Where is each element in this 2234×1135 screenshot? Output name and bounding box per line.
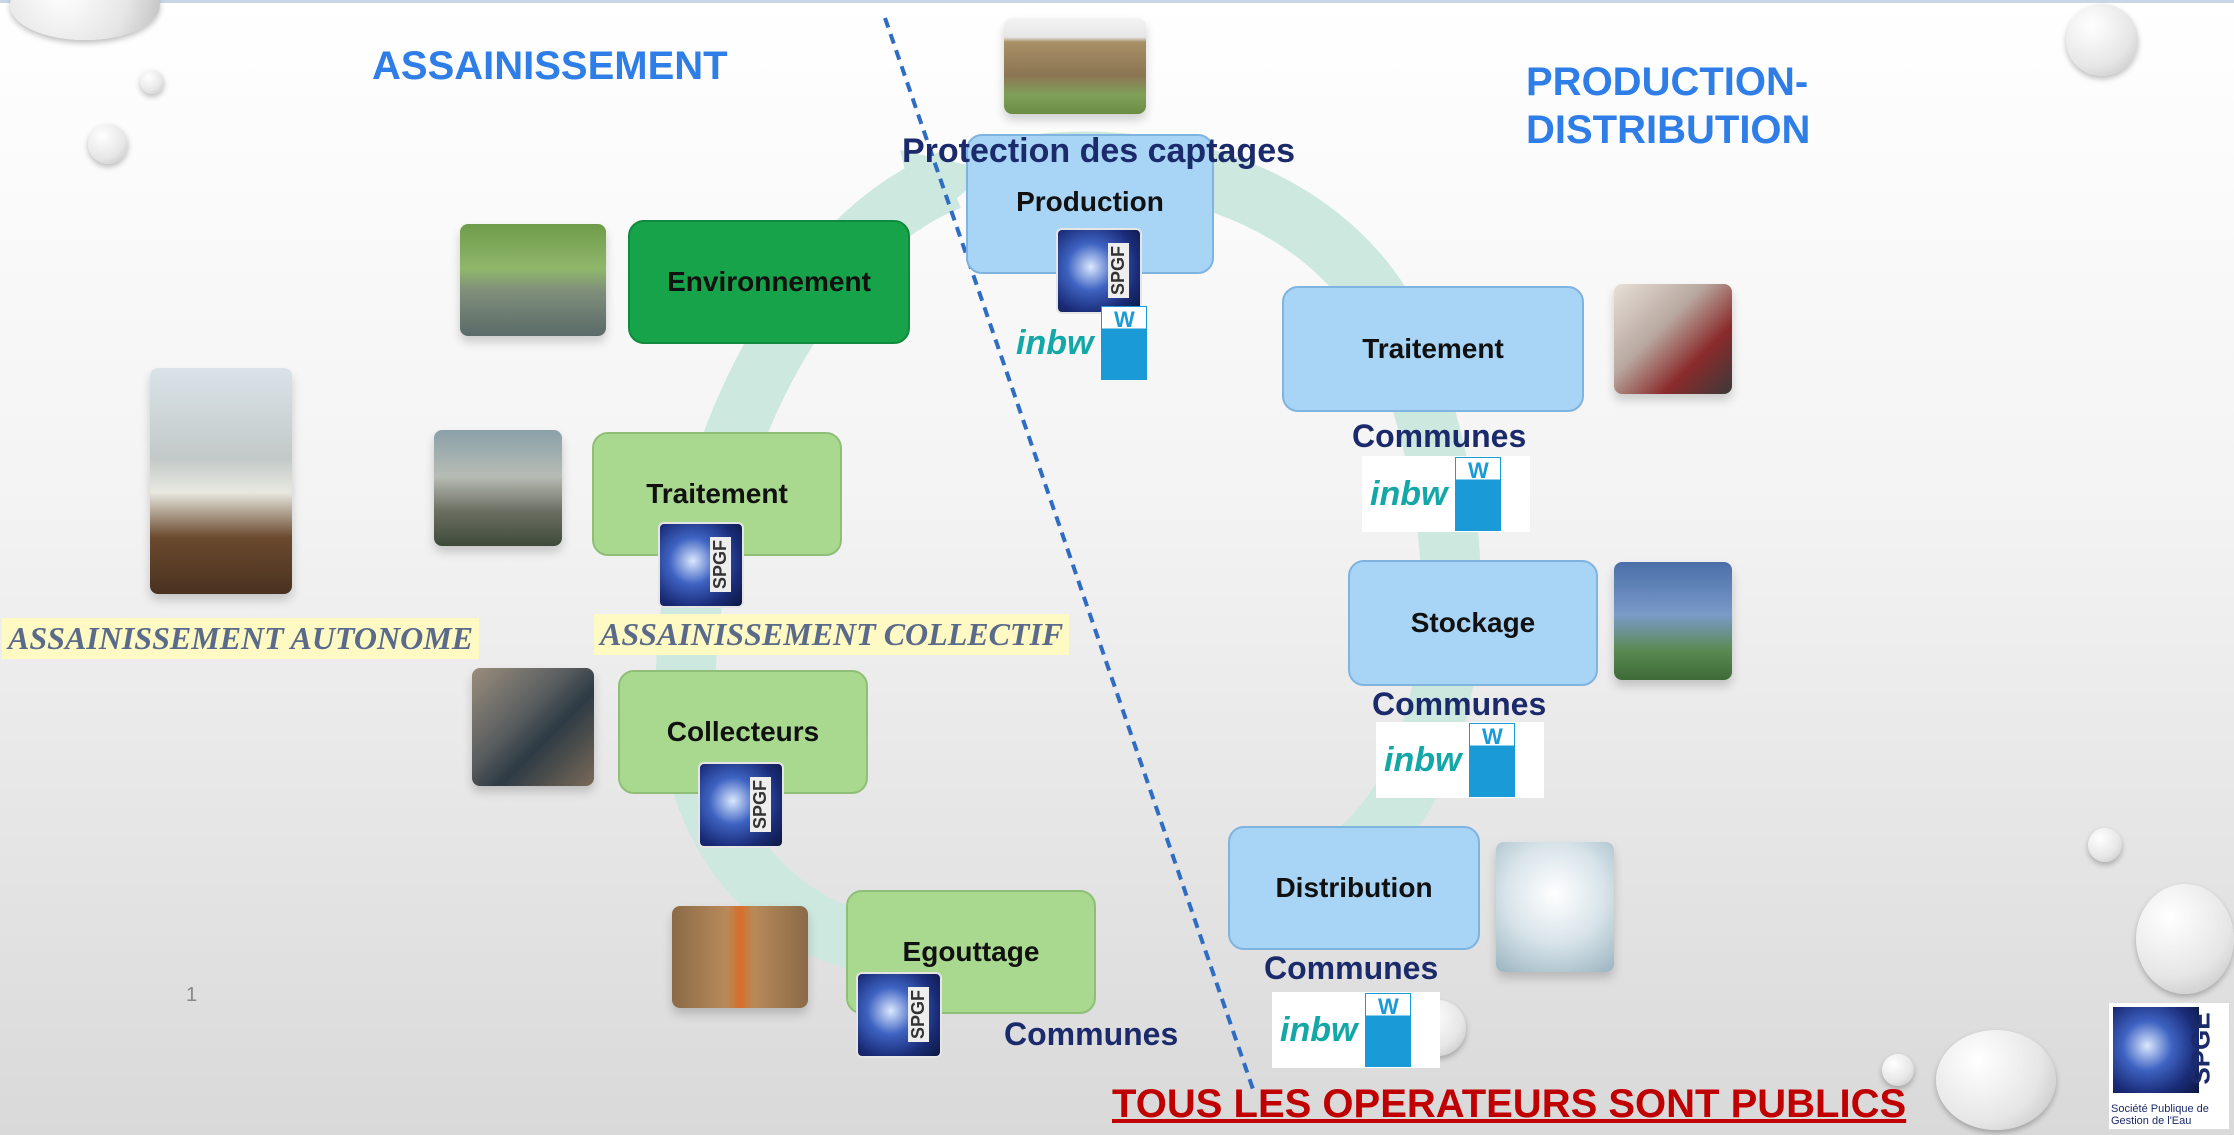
traitement-production-box[interactable]: Traitement: [1282, 286, 1584, 412]
assainissement-autonome-label: ASSAINISSEMENT AUTONOME: [2, 618, 480, 659]
water-drop-icon: [140, 70, 164, 94]
operators-logos: inbw W: [1376, 722, 1544, 798]
environnement-box[interactable]: Environnement: [628, 220, 910, 344]
distribution-box[interactable]: Distribution: [1228, 826, 1480, 950]
water-drop-icon: [2136, 884, 2234, 994]
water-drop-icon: [1936, 1030, 2056, 1130]
inbw-logo: inbw: [1016, 323, 1094, 362]
spgf-logo: SPGF: [658, 522, 744, 608]
water-tower-photo: [1614, 562, 1732, 680]
faucet-photo: [1496, 842, 1614, 972]
spgf-text: SPGF: [907, 986, 929, 1043]
footer-statement: TOUS LES OPERATEURS SONT PUBLICS: [1112, 1082, 1907, 1126]
production-box[interactable]: Production: [966, 134, 1214, 274]
operators-logos: inbw W: [1008, 302, 1168, 384]
operators-logos: inbw W: [1272, 992, 1440, 1068]
swde-logo: W: [1455, 457, 1502, 531]
swde-logo: W: [1469, 723, 1516, 797]
water-drop-icon: [2088, 828, 2122, 862]
communes-label: Communes: [1264, 950, 1439, 986]
assainissement-collectif-label: ASSAINISSEMENT COLLECTIF: [594, 614, 1070, 655]
water-drop-icon: [2066, 4, 2138, 76]
septic-tank-photo: [150, 368, 292, 594]
collector-pipes-photo: [472, 668, 594, 786]
heading-assainissement: ASSAINISSEMENT: [372, 44, 728, 88]
spge-swirl-icon: [2113, 1007, 2199, 1093]
treatment-plant-photo: [434, 430, 562, 546]
inbw-logo: inbw: [1280, 1010, 1358, 1049]
spgf-logo: SPGF: [698, 762, 784, 848]
inbw-logo: inbw: [1384, 740, 1462, 779]
spgf-text: SPGF: [749, 776, 771, 833]
heading-production-distribution: PRODUCTION- DISTRIBUTION: [1526, 58, 1810, 154]
sewer-pipe-photo: [672, 906, 808, 1008]
spgf-text: SPGF: [709, 536, 731, 593]
water-drop-icon: [88, 124, 128, 164]
spgf-logo: SPGF: [1056, 228, 1142, 314]
operators-logos: inbw W: [1362, 456, 1530, 532]
heading-line: DISTRIBUTION: [1526, 108, 1811, 152]
collecteurs-box[interactable]: Collecteurs: [618, 670, 868, 794]
laboratory-photo: [1614, 284, 1732, 394]
inbw-logo: inbw: [1370, 474, 1448, 513]
top-border: [0, 0, 2234, 3]
spge-caption: Société Publique de Gestion de l'Eau: [2111, 1103, 2209, 1127]
swde-logo: W: [1365, 993, 1412, 1067]
stockage-box[interactable]: Stockage: [1348, 560, 1598, 686]
protection-captages-label: Protection des captages: [902, 132, 1296, 170]
communes-label: Communes: [1352, 418, 1527, 454]
heading-line: PRODUCTION-: [1526, 60, 1809, 104]
spgf-logo: SPGF: [856, 972, 942, 1058]
spge-logo: SPGE Société Publique de Gestion de l'Ea…: [2108, 1002, 2230, 1130]
water-drop-icon: [1882, 1054, 1914, 1086]
spge-text: SPGE: [2185, 1012, 2216, 1085]
swde-logo: W: [1101, 306, 1148, 380]
communes-label: Communes: [1372, 686, 1547, 722]
communes-egouttage-label: Communes: [1004, 1016, 1179, 1052]
water-towers-photo: [1004, 18, 1146, 114]
river-photo: [460, 224, 606, 336]
slide-number: 1: [186, 984, 198, 1006]
spgf-text: SPGF: [1107, 242, 1129, 299]
